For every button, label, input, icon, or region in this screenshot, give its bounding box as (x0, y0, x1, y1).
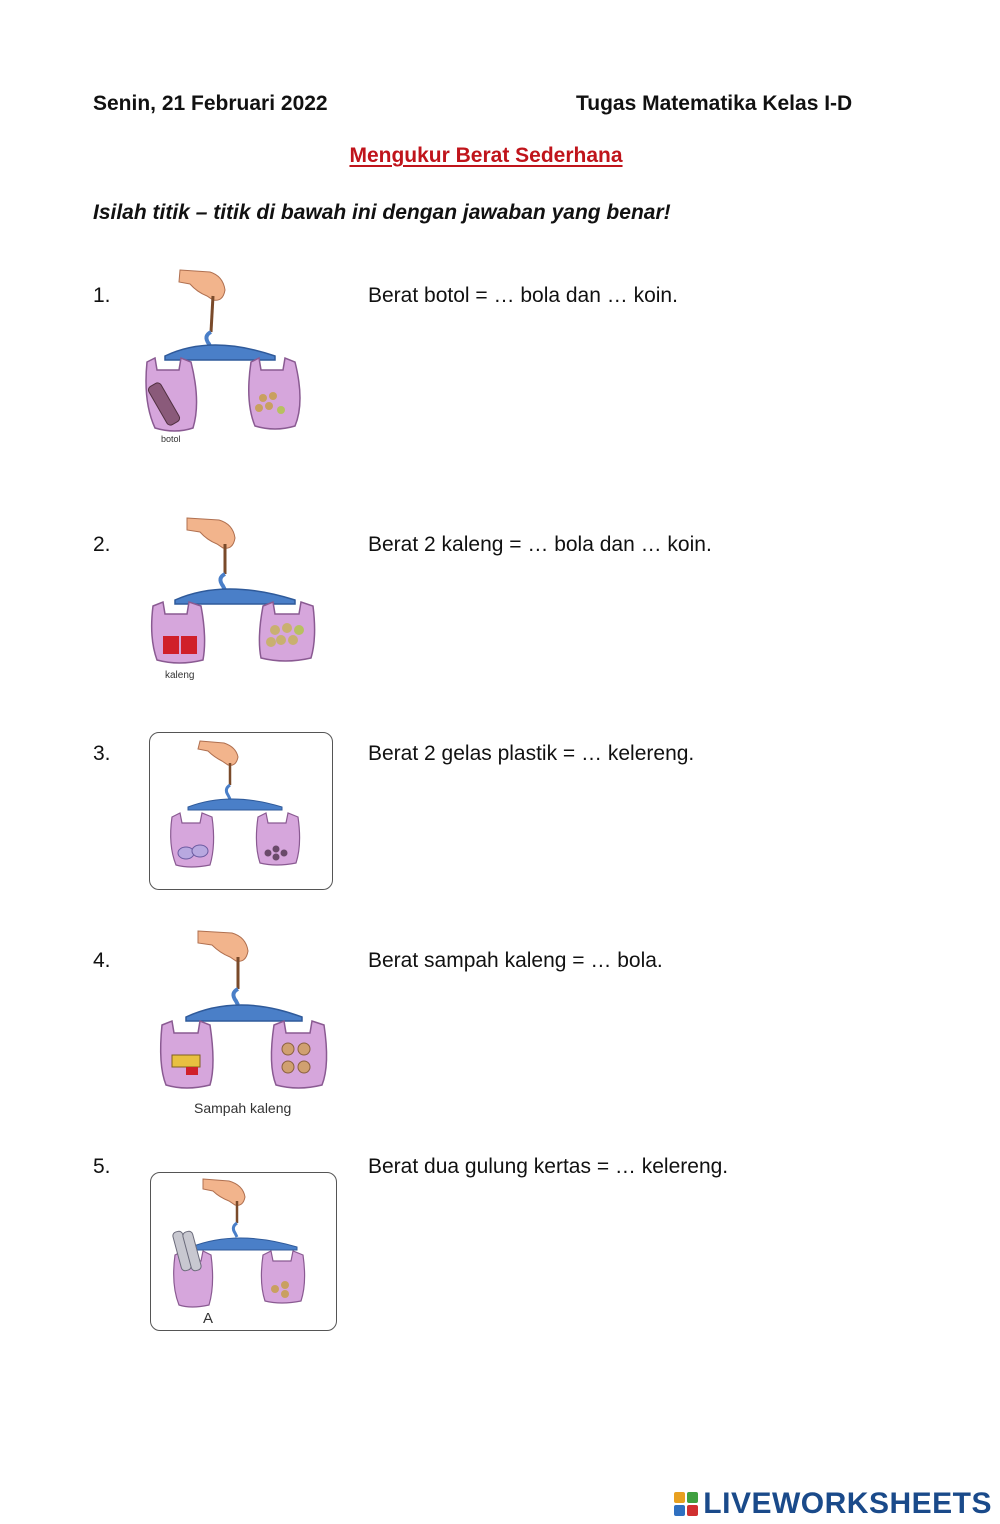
question-5-number: 5. (93, 1155, 111, 1178)
question-3-illustration (149, 732, 333, 890)
can-icon (163, 636, 179, 654)
bag-left-icon (150, 600, 206, 664)
cup-icon (191, 844, 209, 858)
date-header: Senin, 21 Februari 2022 (93, 92, 328, 115)
hanger-icon (185, 987, 303, 1022)
cup-icon (177, 846, 195, 860)
bottle-icon (147, 382, 181, 426)
bag-left-icon (145, 356, 198, 432)
hanger-icon (187, 783, 283, 811)
paper-roll-icon (182, 1230, 202, 1272)
hanger-icon (164, 330, 276, 361)
page-title: Mengukur Berat Sederhana (349, 144, 623, 167)
hand-icon (178, 269, 226, 301)
bag-right-icon (258, 600, 316, 662)
question-2-number: 2. (93, 533, 111, 556)
question-2-illustration: kaleng (145, 512, 325, 687)
bag-left-icon (159, 1019, 214, 1089)
question-2-text: Berat 2 kaleng = … bola dan … koin. (368, 533, 712, 556)
question-3-number: 3. (93, 742, 111, 765)
question-1-text: Berat botol = … bola dan … koin. (368, 284, 678, 307)
brand-name: LIVEWORKSHEETS (703, 1487, 992, 1520)
bag-right-icon (260, 1250, 306, 1304)
instruction-text: Isilah titik – titik di bawah ini dengan… (93, 201, 671, 224)
hanger-icon (190, 1221, 298, 1251)
question-4-number: 4. (93, 949, 111, 972)
image-caption: botol (161, 434, 181, 444)
can-icon (181, 636, 197, 654)
liveworksheets-logo[interactable]: LIVEWORKSHEETS (673, 1487, 992, 1521)
hand-icon (197, 740, 239, 766)
task-header: Tugas Matematika Kelas I-D (576, 92, 853, 115)
bag-right-icon (255, 812, 301, 866)
question-5-illustration: A (150, 1172, 337, 1331)
hand-icon (197, 930, 249, 962)
question-4-illustration: Sampah kaleng (150, 925, 340, 1120)
hanger-icon (174, 572, 296, 605)
image-caption: kaleng (165, 670, 194, 681)
question-4-text: Berat sampah kaleng = … bola. (368, 949, 663, 972)
bag-left-icon (170, 812, 215, 868)
question-1-illustration: botol (135, 262, 310, 447)
liveworksheets-icon (674, 1492, 699, 1516)
bag-left-icon (172, 1230, 214, 1308)
bag-right-icon (248, 356, 301, 430)
question-1-number: 1. (93, 284, 111, 307)
question-5-text: Berat dua gulung kertas = … kelereng. (368, 1155, 729, 1178)
hand-icon (186, 517, 236, 549)
bag-right-icon (270, 1019, 328, 1089)
image-caption: Sampah kaleng (194, 1100, 291, 1116)
image-caption: A (203, 1310, 213, 1327)
question-3-text: Berat 2 gelas plastik = … kelereng. (368, 742, 695, 765)
trash-can-icon (171, 1054, 201, 1068)
string-icon (209, 295, 215, 333)
hand-icon (202, 1178, 246, 1206)
